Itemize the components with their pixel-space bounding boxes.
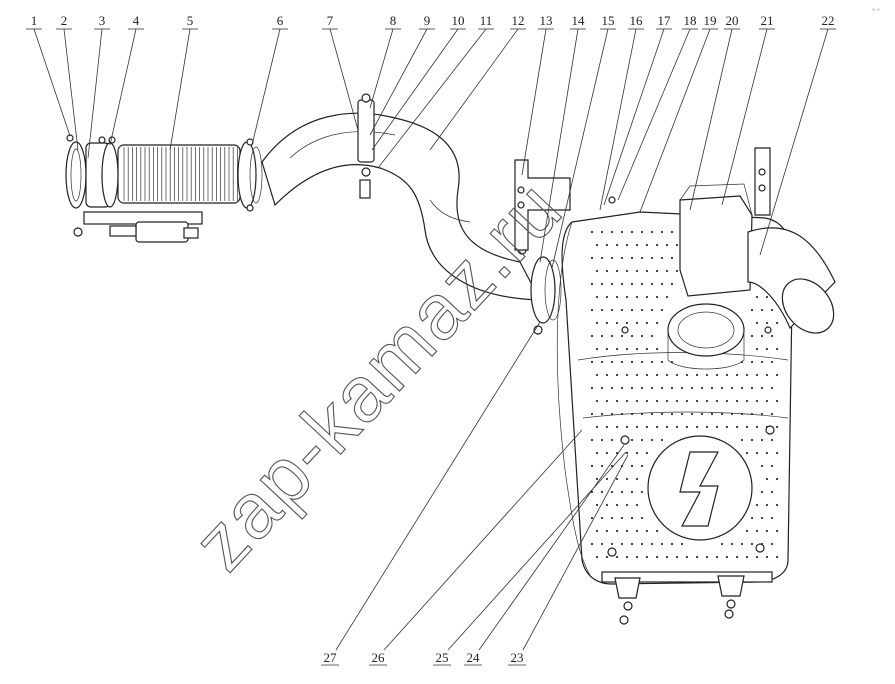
callout-leader — [33, 28, 71, 137]
callout-label-7: 7 — [327, 13, 334, 28]
callout-leader — [721, 28, 768, 206]
corrugated-hose — [117, 144, 241, 204]
callout-leader — [369, 28, 394, 109]
outlet-ring — [667, 303, 745, 370]
callout-leader — [369, 28, 428, 136]
hose-clamp-right — [237, 138, 263, 212]
callout-label-13: 13 — [540, 13, 553, 28]
callout-leader — [689, 28, 733, 211]
mounting-bracket-left — [514, 159, 571, 251]
callout-label-26: 26 — [372, 650, 386, 665]
mounting-bracket-right — [754, 147, 771, 216]
callout-leader — [429, 28, 519, 151]
callout-leader — [447, 451, 627, 651]
watermark-text: zap-kamaz.ru — [176, 163, 579, 586]
callout-label-1: 1 — [31, 13, 38, 28]
callout-label-25: 25 — [436, 650, 449, 665]
callout-label-5: 5 — [187, 13, 194, 28]
callout-leader — [522, 454, 629, 651]
pressure-sensor-bracket — [73, 211, 203, 243]
callout-leader — [521, 28, 547, 176]
callout-leader — [63, 28, 79, 151]
outlet-elbow-pipe — [747, 227, 836, 334]
callout-leader — [478, 444, 625, 651]
callout-leader — [329, 28, 359, 131]
callout-label-17: 17 — [658, 13, 672, 28]
callout-leader — [87, 28, 103, 159]
callout-label-24: 24 — [467, 650, 481, 665]
callout-leader — [335, 321, 541, 651]
support-feet — [601, 571, 773, 625]
hose-clamp-left — [65, 134, 119, 209]
callout-label-2: 2 — [61, 13, 68, 28]
callout-leader — [603, 28, 665, 206]
callout-label-23: 23 — [511, 650, 524, 665]
callout-leader — [539, 28, 579, 263]
callout-leader — [639, 28, 711, 213]
callout-leader — [599, 28, 637, 211]
callout-label-15: 15 — [602, 13, 615, 28]
logo-emblem — [647, 435, 753, 541]
callout-leader — [759, 28, 829, 256]
pipe-clamp-upper — [357, 93, 375, 199]
callout-leader — [551, 28, 609, 269]
corner-mark: ᵉᵃ ᵃᵃ — [872, 8, 880, 14]
callout-label-16: 16 — [630, 13, 644, 28]
callout-label-6: 6 — [277, 13, 284, 28]
callout-label-12: 12 — [512, 13, 525, 28]
callout-leader — [377, 28, 487, 169]
callout-label-9: 9 — [424, 13, 431, 28]
callout-leader — [371, 28, 459, 151]
callout-label-27: 27 — [324, 650, 338, 665]
callout-leader — [617, 28, 691, 201]
callout-leader — [169, 28, 191, 151]
callout-label-21: 21 — [761, 13, 774, 28]
callout-label-8: 8 — [390, 13, 397, 28]
bolts — [607, 196, 775, 557]
callout-leader — [251, 28, 281, 146]
intake-box — [679, 183, 753, 297]
callout-label-11: 11 — [480, 13, 493, 28]
callout-label-20: 20 — [726, 13, 739, 28]
callout-label-22: 22 — [822, 13, 835, 28]
callout-label-14: 14 — [572, 13, 586, 28]
callout-leader — [109, 28, 137, 146]
callout-label-18: 18 — [684, 13, 697, 28]
callout-label-4: 4 — [133, 13, 140, 28]
callout-label-19: 19 — [704, 13, 717, 28]
callout-label-3: 3 — [99, 13, 106, 28]
callout-label-10: 10 — [452, 13, 465, 28]
callout-leader — [383, 429, 583, 651]
